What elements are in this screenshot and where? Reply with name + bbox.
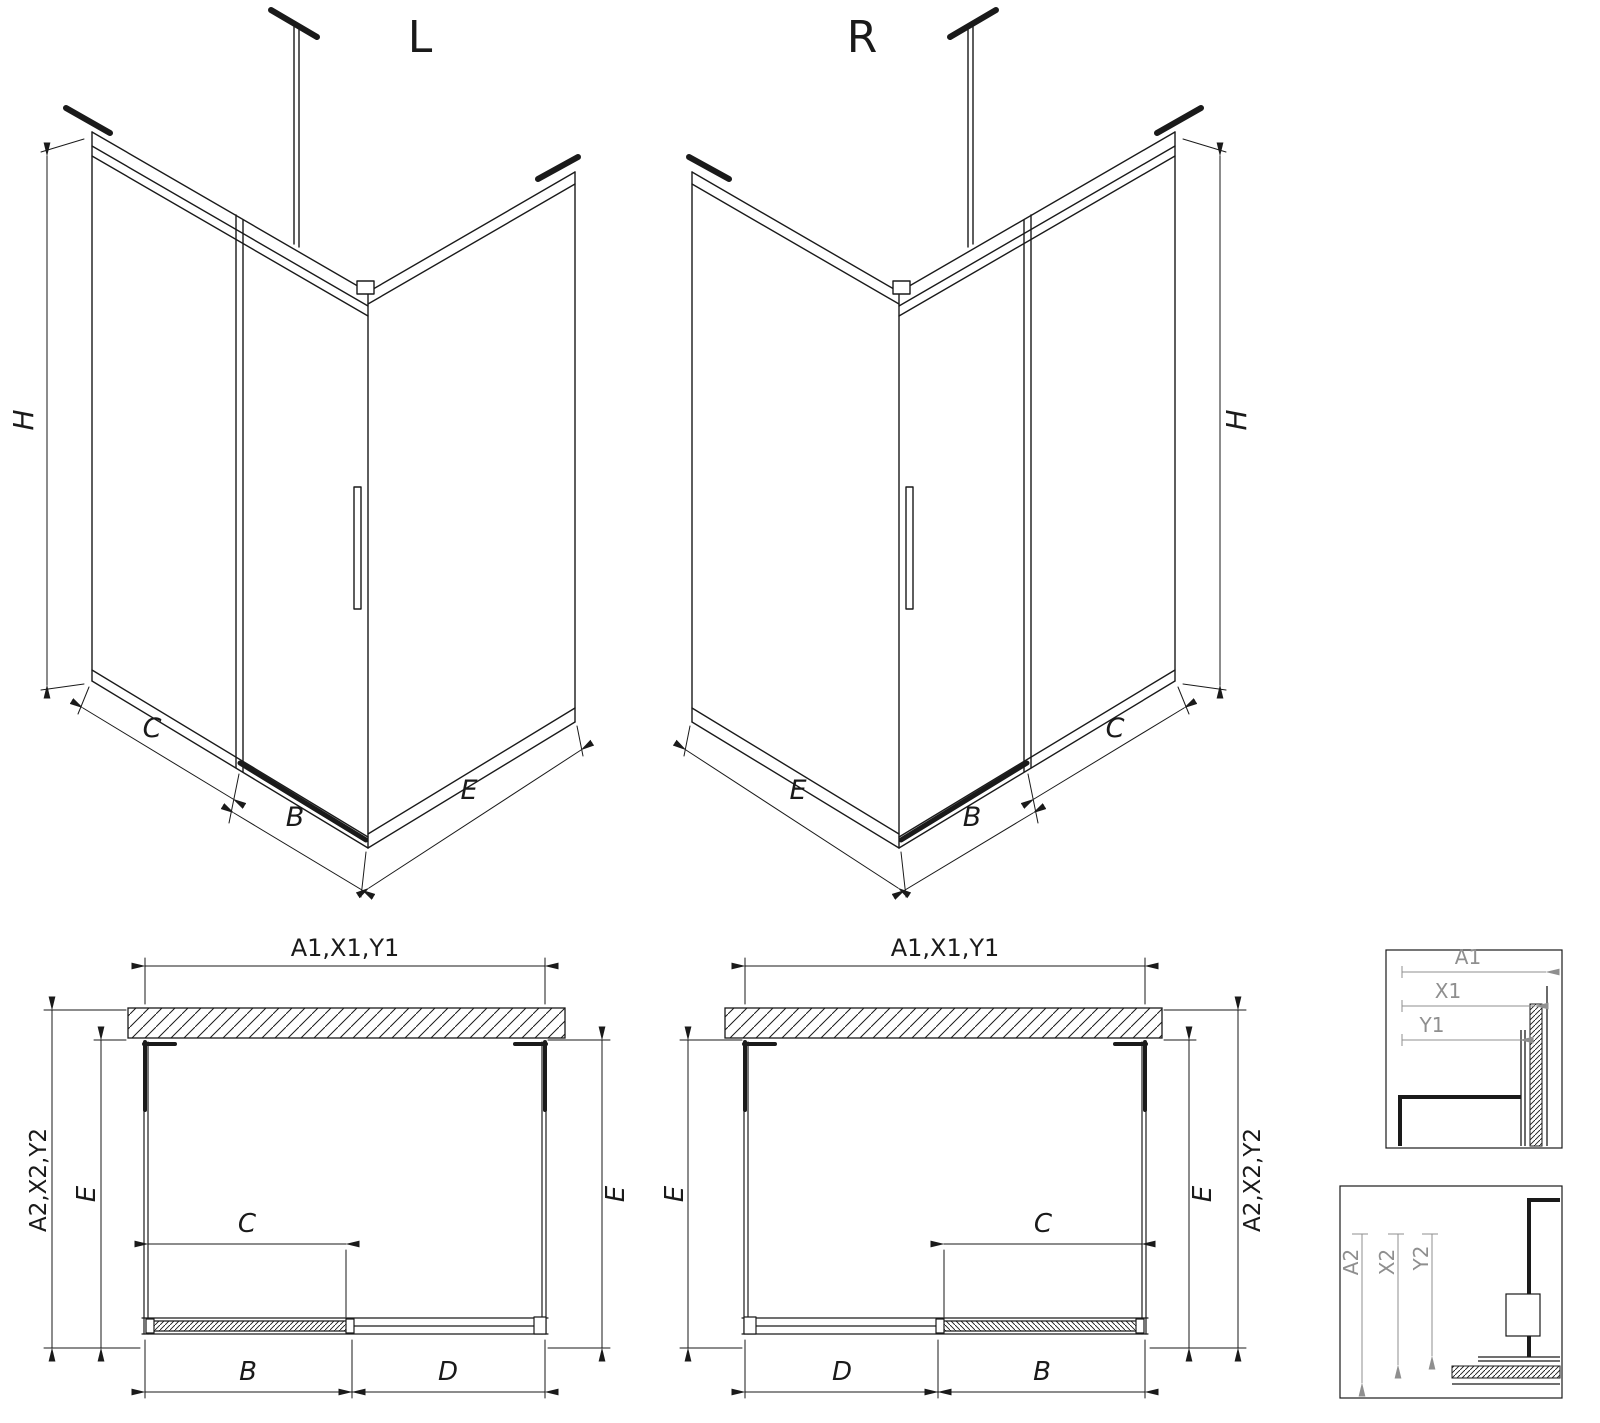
wall-section-left-plan	[127, 1007, 566, 1039]
plan-right-dim-side-label: A2,X2,Y2	[1240, 1128, 1266, 1232]
detail-bottom-dimensions	[1352, 1233, 1438, 1397]
detail-dim-a2-label: A2	[1339, 1249, 1363, 1275]
labels: L H C B E R H E B C A1,X1,Y1 A2,X2,Y2 E …	[7, 12, 1266, 1387]
plan-right-dim-e-left-label: E	[660, 1185, 690, 1202]
iso-view-right	[684, 10, 1226, 897]
detail-bottom-geometry	[1451, 1198, 1561, 1385]
detail-view-bottom: A2 X2 Y2	[1339, 1185, 1563, 1399]
detail-dim-y1-label: Y1	[1419, 1013, 1445, 1037]
detail-top-frame	[1385, 949, 1563, 1149]
plan-left-dim-c-label: C	[238, 1209, 257, 1239]
detail-bottom-frame	[1339, 1185, 1563, 1399]
iso-left-dim-b-label: B	[286, 802, 305, 833]
iso-right-dim-e-label: E	[789, 775, 806, 806]
iso-left-title: L	[408, 12, 433, 63]
plan-left-dim-d-label: D	[438, 1357, 458, 1387]
plan-right-dim-e-right-label: E	[1188, 1185, 1218, 1202]
iso-right-title: R	[847, 12, 878, 63]
wall-section-right-plan	[724, 1007, 1163, 1039]
iso-view-left	[41, 10, 583, 897]
iso-right-dim-c-label: C	[1106, 713, 1125, 744]
iso-left-dim-h-label: H	[7, 409, 40, 430]
iso-right-dim-b-label: B	[963, 802, 982, 833]
iso-left-dim-e-label: E	[460, 775, 477, 806]
detail-dim-y2-label: Y2	[1409, 1246, 1433, 1272]
plan-left-dim-side-label: A2,X2,Y2	[26, 1128, 52, 1232]
detail-view-top: A1 X1 Y1	[1385, 945, 1563, 1149]
detail-dim-x2-label: X2	[1375, 1249, 1399, 1275]
iso-left-dim-c-label: C	[143, 713, 162, 744]
detail-top-geometry	[1398, 986, 1548, 1147]
plan-left-dim-b-label: B	[239, 1357, 257, 1387]
detail-dim-x1-label: X1	[1435, 979, 1461, 1003]
detail-dim-a1-label: A1	[1455, 945, 1481, 969]
iso-right-dim-h-label: H	[1220, 409, 1253, 430]
plan-right-dim-top-label: A1,X1,Y1	[891, 934, 1000, 962]
plan-right-dim-d-label: D	[832, 1357, 852, 1387]
plan-right-dim-b-label: B	[1033, 1357, 1051, 1387]
plan-left-dim-top-label: A1,X1,Y1	[291, 934, 400, 962]
plan-left-dim-e-left-label: E	[72, 1185, 102, 1202]
plan-right-dim-c-label: C	[1034, 1209, 1053, 1239]
detail-top-dimensions	[1401, 966, 1560, 1046]
plan-left-dim-e-right-label: E	[601, 1185, 631, 1202]
